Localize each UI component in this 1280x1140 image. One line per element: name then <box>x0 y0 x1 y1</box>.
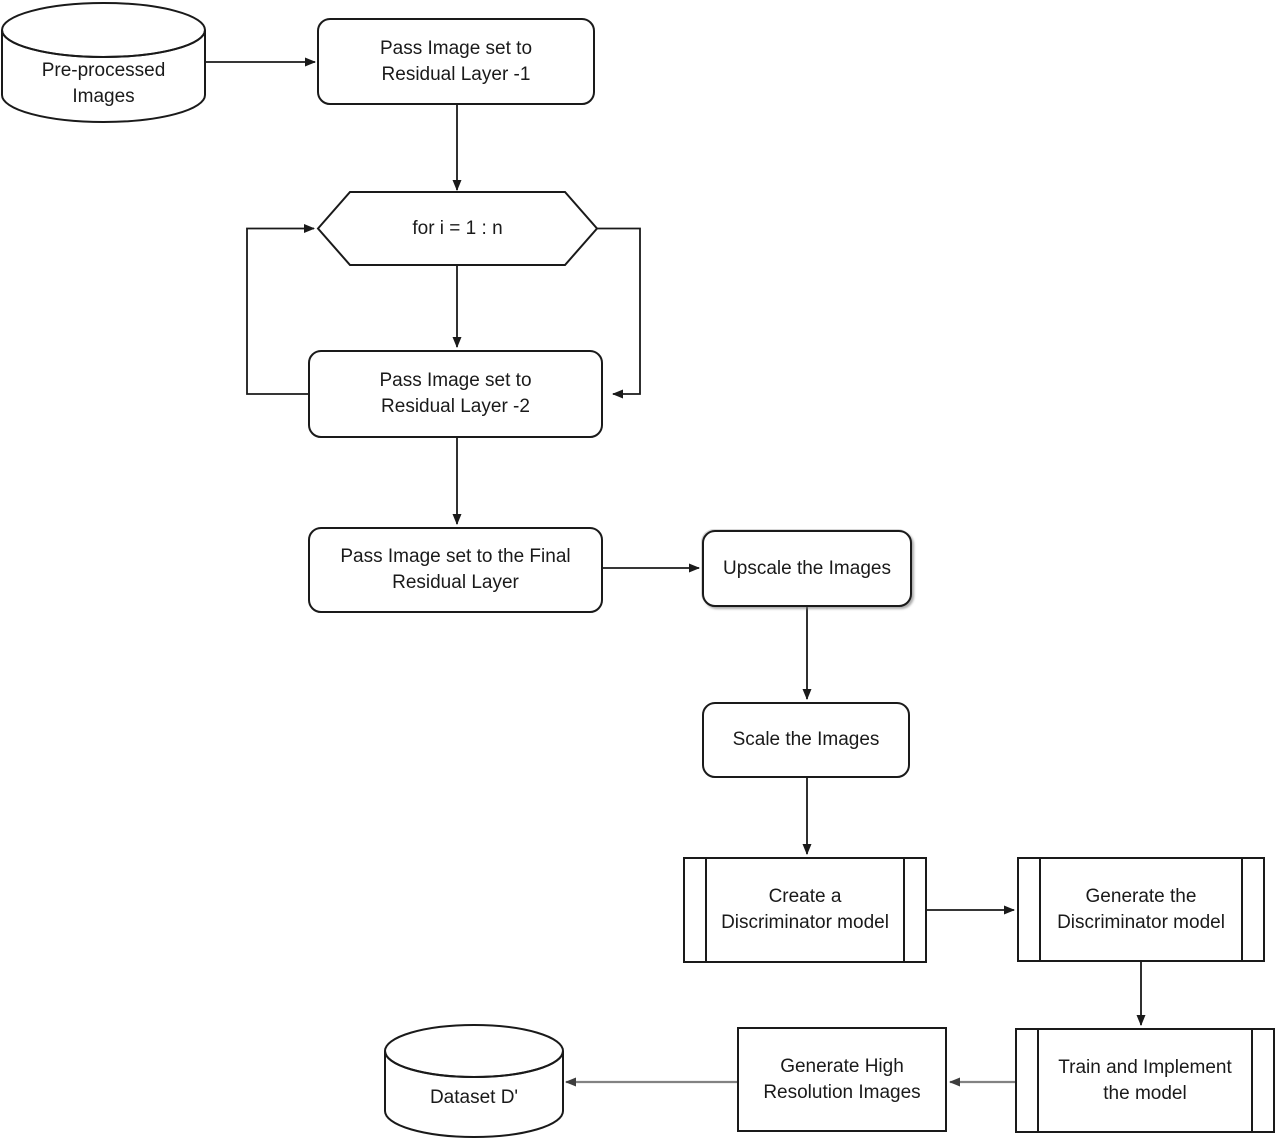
node-scale-images: Scale the Images <box>702 702 910 778</box>
node-create-discriminator: Create a Discriminator model <box>683 857 927 963</box>
node-dataset-d: Dataset D' <box>429 1087 519 1108</box>
cylinder-dataset-shape <box>384 1024 564 1138</box>
node-preprocessed-images: Pre-processed Images <box>41 60 166 107</box>
loop-back-left-connector <box>246 224 315 395</box>
node-generate-discriminator: Generate the Discriminator model <box>1017 857 1265 962</box>
loop-forward-right-connector <box>597 227 641 399</box>
cylinder-preprocessed-shape <box>1 2 206 123</box>
node-residual-layer-2: Pass Image set to Residual Layer -2 <box>308 350 603 438</box>
node-train-implement: Train and Implement the model <box>1015 1028 1275 1133</box>
node-loop-condition: for i = 1 : n <box>412 217 503 239</box>
node-generate-high-res: Generate High Resolution Images <box>737 1027 947 1132</box>
node-residual-layer-1: Pass Image set to Residual Layer -1 <box>317 18 595 105</box>
node-upscale-images: Upscale the Images <box>702 530 912 607</box>
node-final-residual-layer: Pass Image set to the Final Residual Lay… <box>308 527 603 613</box>
